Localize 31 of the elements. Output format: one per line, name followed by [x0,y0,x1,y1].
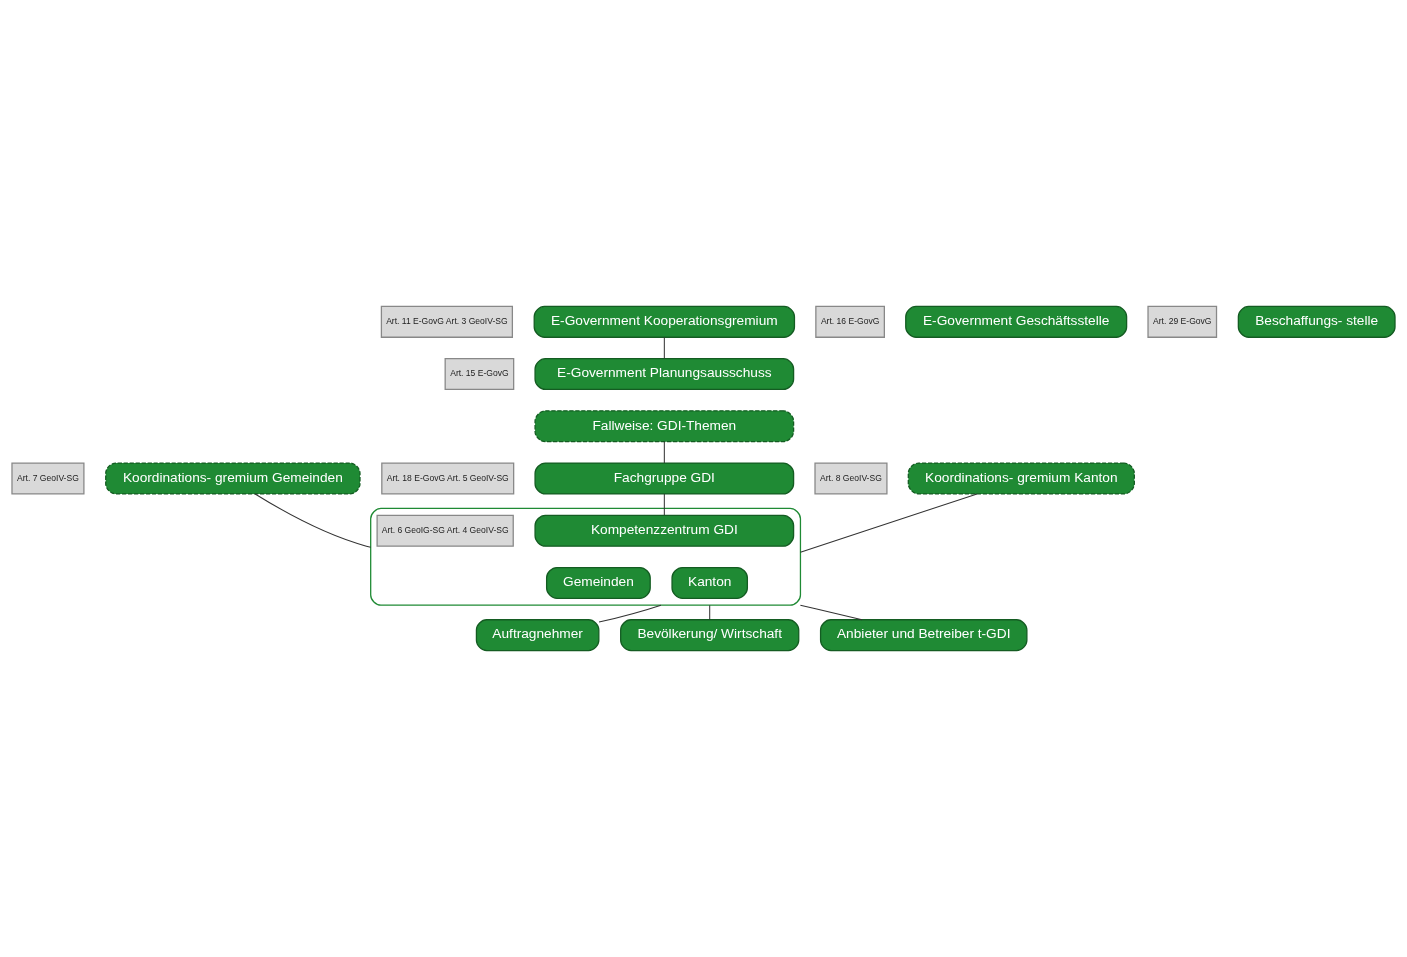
node-box: Auftragnehmer [475,619,600,652]
node-box: Fallweise: GDI-Themen [534,410,795,443]
node-label: Art. 18 E-GovG Art. 5 GeoIV-SG [386,472,509,483]
node-box: Kompetenzzentrum GDI [534,514,795,547]
node-box: Koordinations- gremium Gemeinden [105,462,361,495]
connector [799,493,978,553]
node-box: E-Government Kooperationsgremium [533,305,796,338]
node-box: E-Government Geschäftsstelle [905,305,1128,338]
node-label: Art. 16 E-GovG [820,315,880,326]
connector [663,493,665,516]
node-box: Bevölkerung/ Wirtschaft [620,619,800,652]
connector [799,604,863,621]
cluster [370,507,802,606]
node-label: Art. 8 GeoIV-SG [820,472,882,483]
connector [663,336,665,359]
node-box: E-Government Planungsausschuss [534,358,795,391]
node-box: Beschaffungs- stelle [1237,305,1396,338]
node-box: Fachgruppe GDI [534,462,795,495]
node-box: Koordinations- gremium Kanton [907,462,1135,495]
node-box: Anbieter und Betreiber t-GDI [819,619,1028,652]
node-label: Art. 6 GeoIG-SG Art. 4 GeoIV-SG [381,524,509,535]
node-box: Kanton [671,566,748,599]
node-label: Art. 15 E-GovG [450,368,509,379]
node-label: Art. 11 E-GovG Art. 3 GeoIV-SG [386,315,508,326]
node-label: Art. 7 GeoIV-SG [17,472,79,483]
connector [254,493,372,548]
connector [709,604,711,621]
connector [598,604,662,623]
node-box: Gemeinden [546,566,651,599]
node-label: Art. 29 E-GovG [1153,315,1212,326]
connector [663,441,665,464]
